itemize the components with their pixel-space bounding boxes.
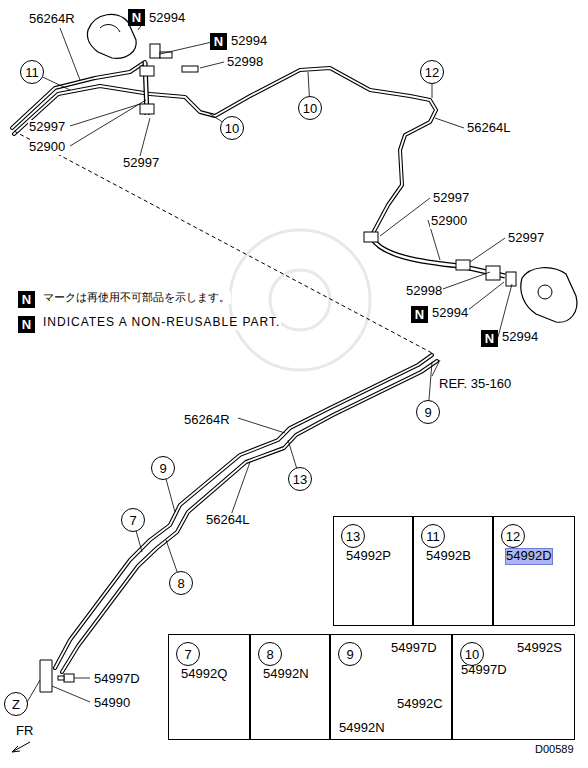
callout-number: 12 — [506, 530, 520, 543]
caliper-detail — [100, 25, 120, 32]
mark-letter: N — [22, 293, 31, 306]
callout-number: 12 — [425, 66, 439, 79]
watermark — [230, 230, 370, 370]
callout-circle: 10 — [220, 116, 244, 140]
non-reusable-mark: N — [411, 306, 428, 323]
callout-circle: 7 — [121, 508, 145, 532]
note-text: INDICATES A NON-REUSABLE PART. — [42, 316, 281, 330]
part-number: 54992B — [426, 549, 471, 564]
callout-number: 10 — [465, 648, 479, 661]
part-label: 52994 — [501, 330, 539, 345]
part-label: 52900 — [28, 140, 66, 155]
table-cell: 54992S54997D10 — [452, 634, 575, 740]
part-number: 54992C — [397, 697, 443, 712]
bracket — [40, 660, 74, 692]
table-cell: 54992Q 7 — [168, 634, 250, 740]
part-label: 52994 — [230, 34, 268, 49]
callout-circle: 9 — [416, 400, 440, 424]
mark-letter: N — [214, 35, 223, 48]
callout-circle: 9 — [151, 456, 175, 480]
callout-number: 13 — [346, 530, 360, 543]
part-label: 52997 — [28, 120, 66, 135]
callout-circle: 10 — [460, 642, 484, 666]
mark-letter: N — [132, 11, 141, 24]
callout-number: 9 — [424, 406, 431, 419]
part-label: 52997 — [432, 191, 470, 206]
callout-number: 11 — [426, 530, 440, 543]
part-label: 52994 — [148, 11, 186, 26]
table-cell: 54992B 11 — [413, 516, 493, 626]
brake-tubes — [12, 62, 437, 672]
part-number: 54992S — [517, 641, 562, 656]
non-reusable-mark: N — [18, 316, 35, 333]
callout-number: 7 — [129, 514, 136, 527]
part-label: 52998 — [226, 55, 264, 70]
dashed-link — [14, 131, 432, 353]
part-label: REF. 35-160 — [438, 377, 512, 392]
callout-number: 9 — [159, 462, 166, 475]
part-number: 54992P — [346, 549, 391, 564]
table-cell: 54997D 54992C 54992N 9 — [330, 634, 452, 740]
callout-number: 11 — [25, 66, 39, 79]
front-arrow — [12, 742, 30, 752]
part-label: 54990 — [93, 696, 131, 711]
callout-number: 13 — [293, 473, 307, 486]
callout-circle: 13 — [288, 467, 312, 491]
callout-circle: 12 — [420, 60, 444, 84]
part-label: 56264R — [28, 12, 76, 27]
part-label: 54997D — [93, 672, 141, 687]
brake-hose — [140, 44, 516, 286]
callout-circle: 13 — [341, 524, 365, 548]
part-label: 56264L — [205, 513, 250, 528]
part-number: 54992D — [506, 549, 552, 564]
non-reusable-mark: N — [18, 291, 35, 308]
callout-circle: Z — [4, 692, 28, 716]
part-number: 54992N — [339, 721, 385, 736]
caliper-detail — [538, 285, 552, 299]
callout-circle: 8 — [169, 571, 193, 595]
callout-circle: 10 — [298, 96, 322, 120]
callout-circle: 12 — [501, 524, 525, 548]
callout-number: 7 — [184, 648, 191, 661]
part-label: 52994 — [431, 306, 469, 321]
part-label: 56264R — [183, 413, 231, 428]
part-label: 52997 — [122, 156, 160, 171]
callout-circle: 8 — [258, 642, 282, 666]
table-cell: 54992N 8 — [250, 634, 330, 740]
table-cell: 54992D 12 — [493, 516, 575, 626]
leader-lines — [26, 20, 512, 704]
non-reusable-mark: N — [210, 33, 227, 50]
callout-circle: 7 — [176, 642, 200, 666]
part-number: 54992N — [263, 667, 309, 682]
callout-circle: 11 — [20, 60, 44, 84]
non-reusable-mark: N — [481, 330, 498, 347]
caliper — [521, 268, 577, 323]
part-label: 56264L — [466, 121, 511, 136]
callout-circle: 9 — [338, 642, 362, 666]
callout-number: 9 — [346, 648, 353, 661]
callout-number: 8 — [177, 577, 184, 590]
part-number: 54997D — [391, 641, 437, 656]
non-reusable-mark: N — [128, 9, 145, 26]
part-number: 54992Q — [181, 667, 227, 682]
mark-letter: N — [22, 318, 31, 331]
part-label: FR — [15, 724, 34, 739]
drawing-number: D00589 — [534, 743, 575, 756]
callout-number: 10 — [303, 102, 317, 115]
callout-number: 8 — [266, 648, 273, 661]
callout-circle: 11 — [421, 524, 445, 548]
mark-letter: N — [415, 308, 424, 321]
note-text: マークは再使用不可部品を示します。 — [42, 291, 231, 304]
callout-number: 10 — [225, 122, 239, 135]
table-cell: 54992P 13 — [333, 516, 413, 626]
mark-letter: N — [485, 332, 494, 345]
part-label: 52997 — [507, 231, 545, 246]
part-label: 52998 — [405, 284, 443, 299]
callout-number: Z — [12, 698, 20, 711]
part-label: 52900 — [430, 214, 468, 229]
